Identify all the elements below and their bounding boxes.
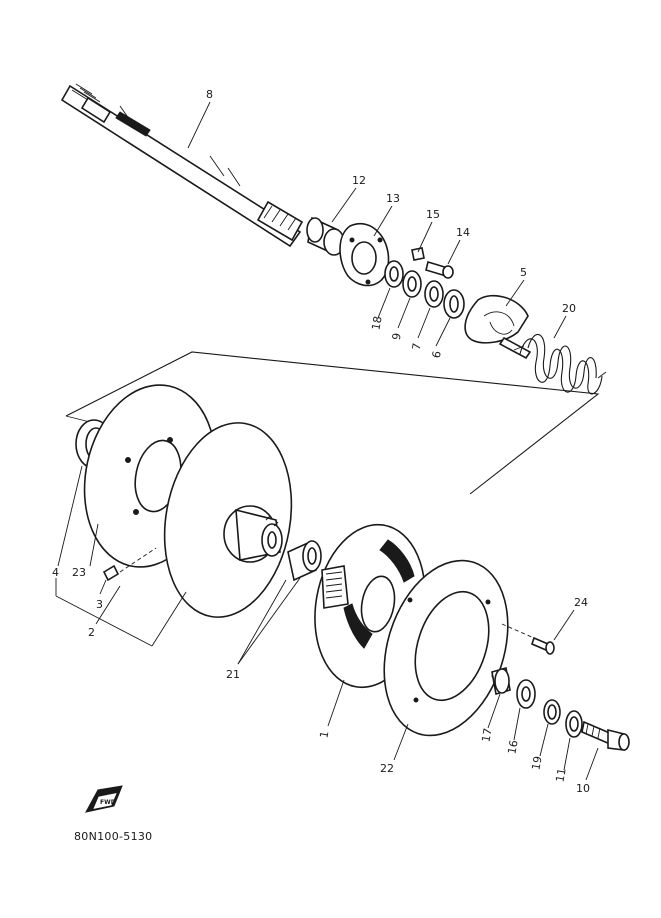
part-3-slider — [102, 564, 120, 582]
part-10-bolt — [581, 720, 630, 751]
callout-10: 10 — [576, 782, 590, 795]
callout-12: 12 — [352, 174, 366, 187]
part-2-sheave — [163, 422, 293, 618]
callout-20: 20 — [562, 302, 576, 315]
callout-5: 5 — [520, 266, 527, 279]
part-6-washer — [443, 289, 465, 319]
callout-4: 4 — [52, 566, 59, 579]
part-13-flange — [339, 223, 390, 287]
callout-13: 13 — [386, 192, 400, 205]
part-20-spring — [513, 334, 607, 395]
part-11-washer — [565, 710, 583, 738]
callout-16: 16 — [505, 739, 520, 755]
part-21-collar — [287, 540, 322, 582]
callout-15: 15 — [426, 208, 440, 221]
callout-17: 17 — [479, 727, 494, 743]
part-24-screw — [501, 623, 555, 655]
callout-3: 3 — [96, 598, 103, 611]
callout-18: 18 — [369, 315, 384, 331]
part-9-washer — [402, 270, 422, 298]
callout-8: 8 — [206, 88, 213, 101]
callout-21: 21 — [226, 668, 240, 681]
fwd-arrow-icon: FWD — [85, 785, 123, 813]
leader-lines — [55, 101, 599, 781]
part-14-pin — [425, 260, 454, 279]
callout-7: 7 — [410, 342, 424, 351]
part-12-bearing — [306, 216, 345, 256]
callout-1: 1 — [317, 730, 331, 739]
part-8-shaft — [60, 83, 304, 248]
callout-22: 22 — [380, 762, 394, 775]
part-5-cam — [464, 294, 532, 360]
callout-23: 23 — [72, 566, 86, 579]
callout-24: 24 — [574, 596, 588, 609]
callout-6: 6 — [430, 350, 444, 359]
part-18-washer — [384, 260, 404, 288]
drawing-code: 80N100-5130 — [74, 830, 153, 843]
part-19-washer — [543, 699, 561, 725]
callout-9: 9 — [390, 332, 404, 341]
part-15-nut — [411, 247, 425, 261]
part-1-cam-plate — [314, 523, 426, 689]
fwd-label: FWD — [100, 799, 116, 806]
part-7-washer — [424, 280, 444, 308]
callout-2: 2 — [88, 626, 95, 639]
callout-11: 11 — [553, 767, 568, 783]
callout-14: 14 — [456, 226, 470, 239]
callout-labels: 8 12 13 15 14 5 20 18 9 7 6 4 23 3 2 21 … — [52, 88, 590, 795]
part-17-spacer — [491, 666, 511, 696]
part-16-washer — [516, 679, 536, 709]
callout-19: 19 — [529, 755, 544, 771]
part-22-cover-disk — [383, 559, 509, 737]
